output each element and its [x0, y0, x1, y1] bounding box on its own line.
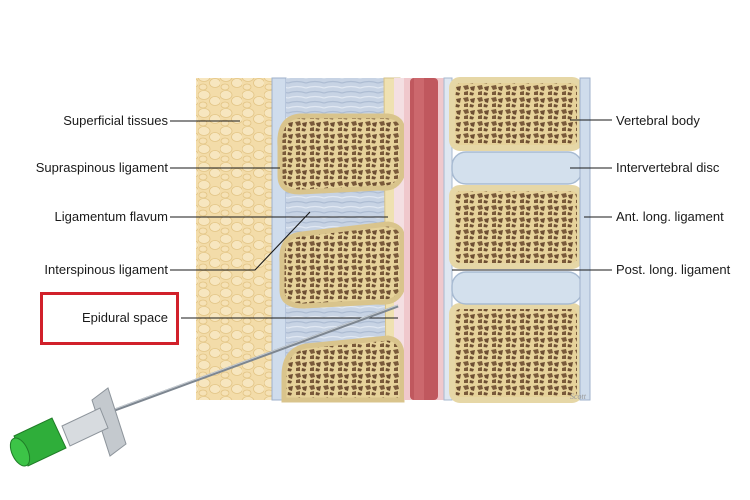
label-epidural-space: Epidural space — [82, 310, 168, 325]
spinal-needle-icon — [9, 304, 399, 467]
label-ant-long-ligament: Ant. long. ligament — [616, 209, 724, 224]
label-post-long-ligament: Post. long. ligament — [616, 262, 731, 277]
label-interspinous-ligament: Interspinous ligament — [44, 262, 168, 277]
artist-signature: Scott — [570, 392, 586, 401]
intervertebral-disc-1 — [451, 151, 583, 185]
vertebral-body-2 — [449, 185, 583, 269]
right-leader-lines — [452, 119, 612, 271]
label-vertebral-body: Vertebral body — [616, 113, 700, 128]
label-superficial-tissues: Superficial tissues — [63, 113, 168, 128]
intervertebral-disc-2 — [451, 271, 583, 305]
label-supraspinous-ligament: Supraspinous ligament — [35, 160, 168, 175]
anterior-longitudinal-ligament-band — [579, 77, 591, 401]
label-intervertebral-disc: Intervertebral disc — [616, 160, 720, 175]
spinous-process-lower — [281, 335, 405, 403]
epidural-space-highlight-box — [40, 292, 179, 345]
spinous-process-middle — [279, 221, 405, 309]
label-ligamentum-flavum: Ligamentum flavum — [54, 209, 168, 224]
vertebral-body-1 — [449, 77, 583, 151]
superficial-tissue-region — [196, 78, 274, 400]
spinous-process-upper — [277, 113, 405, 195]
vertebral-body-3 — [449, 303, 583, 403]
